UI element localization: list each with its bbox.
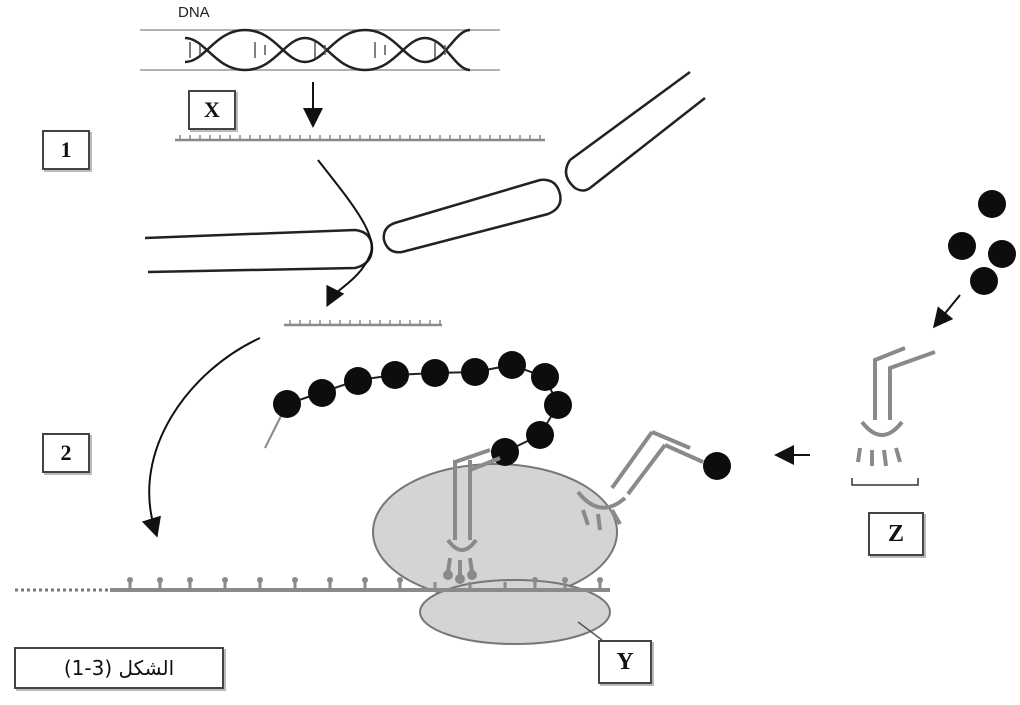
free-amino-acids (948, 190, 1016, 295)
amino-acid (544, 391, 572, 419)
amino-acid (308, 379, 336, 407)
dna-label: DNA (178, 4, 210, 21)
polypeptide-chain (265, 351, 572, 466)
amino-acid (461, 358, 489, 386)
amino-acid (273, 390, 301, 418)
amino-acid (526, 421, 554, 449)
free-trna (858, 348, 935, 466)
ribosome (373, 464, 617, 644)
dna-helix (140, 30, 500, 70)
amino-acid (498, 351, 526, 379)
figure-caption: الشكل (3-1) (14, 647, 224, 689)
ribosome-large-subunit (373, 464, 617, 600)
amino-acid (531, 363, 559, 391)
amino-acid (344, 367, 372, 395)
label-x: X (188, 90, 236, 130)
label-y: Y (598, 640, 652, 684)
step-1-label: 1 (42, 130, 90, 170)
amino-acid-uptake-arrow (938, 295, 960, 322)
amino-acid (703, 452, 731, 480)
amino-acid (421, 359, 449, 387)
z-bracket (852, 478, 918, 485)
trna-entering (578, 432, 703, 530)
mrna-strand-transcribed (175, 135, 545, 140)
mrna-strand-cytoplasm (284, 320, 442, 325)
amino-acid (381, 361, 409, 389)
label-z: Z (868, 512, 924, 556)
mrna-to-ribosome-arrow (149, 338, 260, 530)
step-2-label: 2 (42, 433, 90, 473)
